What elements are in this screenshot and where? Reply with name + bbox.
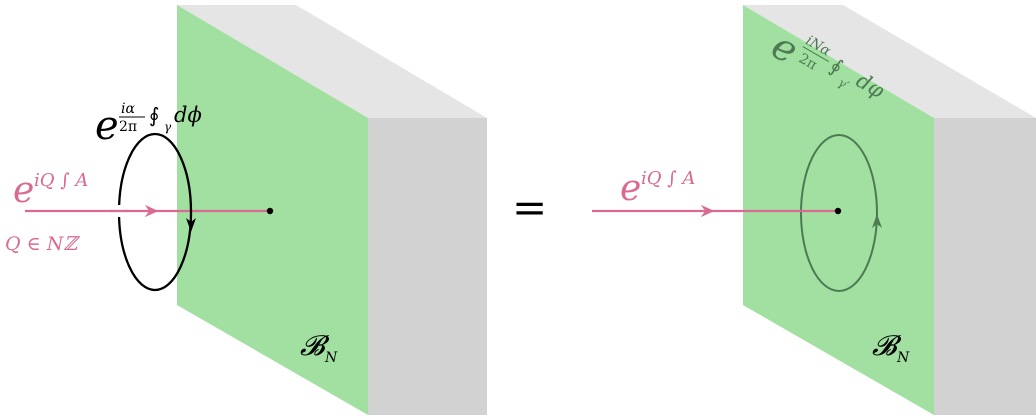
right-loop (800, 134, 878, 292)
left-loop-label: e iα 2π ∮ γ dϕ (95, 98, 202, 149)
right-loop-label-fraction-bar (802, 46, 829, 62)
right-line-label: e iQ ∫ A (620, 168, 695, 209)
left-boundary-wall (177, 5, 487, 415)
right-panel: e iNα 2π ∮ γ′ dφ e iQ ∫ A 𝓑 N (592, 5, 1036, 415)
left-line-label: e iQ ∫ A (13, 170, 88, 211)
right-wall-side (934, 118, 1036, 415)
left-wall-top (177, 5, 487, 118)
right-loop-arrow (872, 214, 882, 228)
equals-sign: = (512, 183, 547, 232)
right-line-endpoint (834, 207, 842, 215)
left-line-endpoint (266, 207, 274, 215)
left-loop-arrow (186, 218, 196, 232)
left-panel: e iα 2π ∮ γ dϕ e iQ ∫ A Q ∈ Nℤ 𝓑 N (5, 5, 487, 415)
left-charge-label: Q ∈ Nℤ (5, 233, 80, 255)
right-wall-top (743, 5, 1036, 118)
left-wall-side (368, 118, 487, 415)
